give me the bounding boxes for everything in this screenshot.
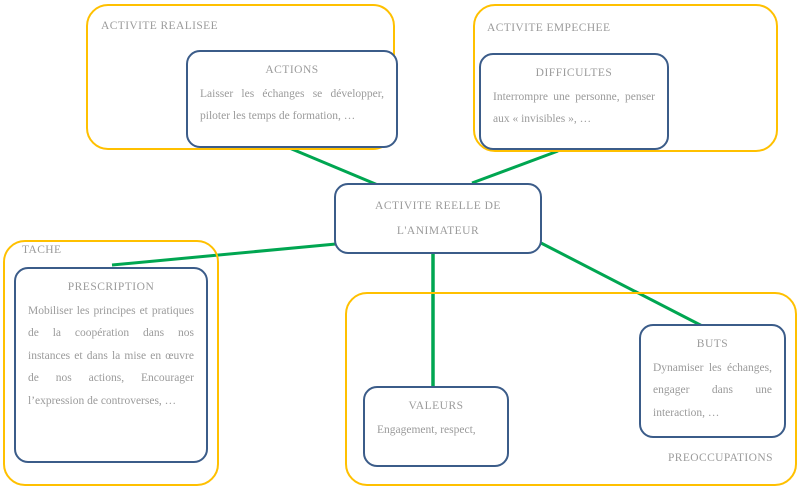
node-actions[interactable]: ACTIONS Laisser les échanges se développ… [186,50,398,148]
center-node-line-1: ACTIVITE REELLE DE [375,200,501,213]
group-label-activite-realisee: ACTIVITE REALISEE [101,20,218,32]
node-title-prescription: PRESCRIPTION [67,281,155,293]
connector-center-to-actions [286,145,386,190]
group-tache[interactable] [3,240,219,486]
node-prescription[interactable]: PRESCRIPTION Mobiliser les principes et … [14,267,208,463]
node-body-actions: Laisser les échanges se développer, pilo… [200,88,384,123]
group-label-preoccupations: PREOCCUPATIONS [668,452,773,464]
connector-center-to-difficultes [471,149,559,185]
node-activite-reelle-de-l-animateur[interactable]: ACTIVITE REELLE DE L'ANIMATEUR [334,183,542,254]
center-node-line-2: L'ANIMATEUR [396,224,480,237]
node-title-difficultes: DIFFICULTES [535,67,613,79]
node-body-valeurs: Engagement, respect, [377,424,476,436]
node-body-buts: Dynamiser les échanges, engager dans une… [653,362,772,419]
group-activite-empechee[interactable] [473,4,778,152]
node-buts[interactable]: BUTS Dynamiser les échanges, engager dan… [639,324,786,438]
group-label-tache: TACHE [22,244,62,256]
node-body-difficultes: Interrompre une personne, penser aux « i… [493,91,655,126]
node-title-actions: ACTIONS [265,64,319,76]
group-label-activite-empechee: ACTIVITE EMPECHEE [487,22,611,34]
group-preoccupations[interactable] [345,292,797,486]
node-title-valeurs: VALEURS [408,400,464,412]
node-body-prescription: Mobiliser les principes et pratiques de … [28,305,194,407]
node-valeurs[interactable]: VALEURS Engagement, respect, [363,386,509,467]
node-title-buts: BUTS [696,338,729,350]
node-difficultes[interactable]: DIFFICULTES Interrompre une personne, pe… [479,53,669,150]
